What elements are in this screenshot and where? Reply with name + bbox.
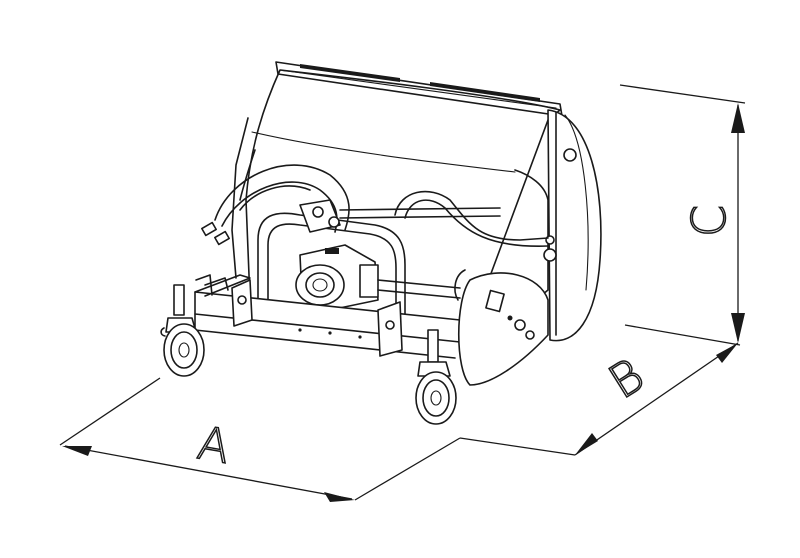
- dimension-label-a: A: [194, 415, 234, 474]
- dimension-b: [459, 324, 741, 456]
- dimension-label-c: C: [682, 205, 736, 237]
- castor-wheel-right: [415, 329, 457, 425]
- hitch-frame: [257, 199, 501, 321]
- castor-wheel-left: [160, 284, 205, 377]
- drive-cover: [454, 269, 549, 386]
- side-panel-left: [195, 117, 249, 296]
- dimension-a: [59, 377, 461, 502]
- dimension-c: [619, 84, 746, 343]
- dimension-label-b: B: [599, 348, 653, 410]
- gearbox: [295, 244, 461, 311]
